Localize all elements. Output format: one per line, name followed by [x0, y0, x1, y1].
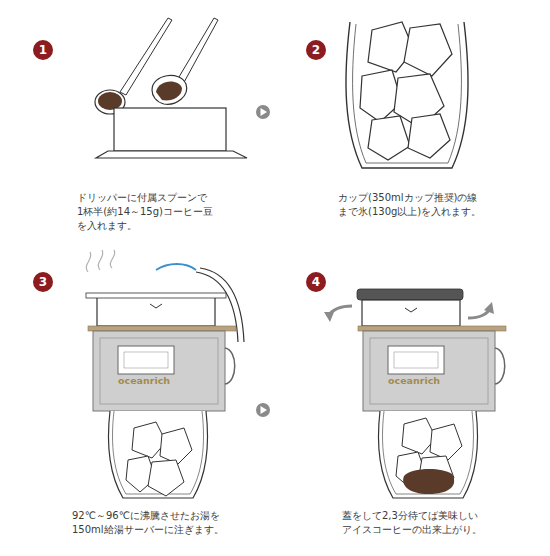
brand-logo: oceanrich [388, 375, 440, 386]
step-number: 2 [306, 40, 326, 60]
step-number: 3 [33, 272, 53, 292]
brand-logo: oceanrich [118, 375, 170, 386]
step-number-text: 1 [39, 43, 47, 57]
step-number-text: 2 [312, 43, 320, 57]
step-number-text: 3 [39, 275, 47, 289]
step-number-text: 4 [312, 275, 320, 289]
step-caption: 蓋をして2,3分待てば美味しい アイスコーヒーの出来上がり。 [342, 509, 500, 537]
step-caption: 92℃～96℃に沸騰させたお湯を 150ml給湯サーバーに注ぎます。 [72, 509, 238, 537]
step-caption: カップ(350mlカップ推奨)の線 まで氷(130g以上)を入れます。 [338, 191, 498, 219]
step-number: 1 [33, 40, 53, 60]
step-number: 4 [306, 272, 326, 292]
step-caption: ドリッパーに付属スプーンで 1杯半(約14～15g)コーヒー豆 を入れます。 [77, 191, 235, 233]
